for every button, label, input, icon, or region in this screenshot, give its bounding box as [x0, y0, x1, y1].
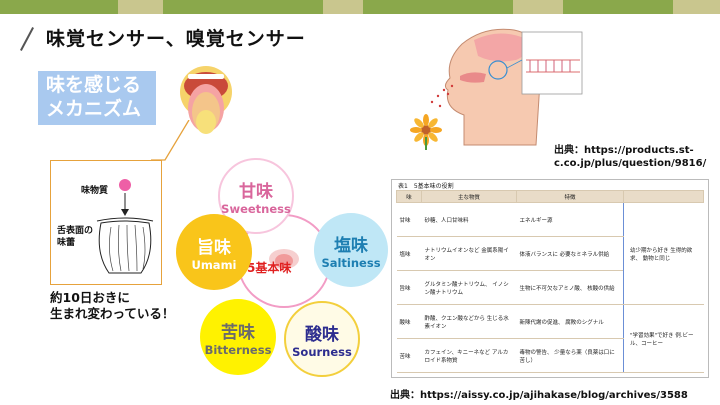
cell-feature: エネルギー源: [516, 202, 624, 237]
smell-source-line-1: 出典：https://products.st-: [554, 145, 694, 156]
taste-salt-jp: 塩味: [334, 235, 368, 256]
bar-segment: [163, 0, 323, 14]
mechanism-line-2: メカニズム: [46, 98, 142, 120]
bar-segment: [0, 0, 118, 14]
taste-bitter-en: Bitterness: [204, 342, 272, 357]
mechanism-label: 味を感じる メカニズム: [38, 71, 156, 125]
cell-substance: 酢酸、クエン酸などから 生じる水素イオン: [421, 304, 517, 339]
taste-sour-en: Sourness: [292, 344, 352, 359]
top-decoration-bar: [0, 0, 720, 14]
cell-feature: 生物に不可欠なアミノ酸、 核酸の供給: [516, 270, 624, 305]
bar-segment: [513, 0, 563, 14]
taste-substance-label: 味物質: [81, 186, 109, 196]
cell-substance: グルタミン酸ナトリウム、 イノシン酸ナトリウム: [421, 270, 517, 305]
bar-segment: [673, 0, 720, 14]
table-caption: 表1 5基本味の役割: [398, 183, 454, 190]
table-row: 塩味 ナトリウムイオンなど 金属系陽イオン 体液バランスに 必要なミネラル供給: [396, 236, 704, 271]
basic-tastes-table: 表1 5基本味の役割 味 主な物質 特徴 甘味 砂糖、人口甘味料 エネルギー源 …: [391, 179, 709, 378]
table-header-substance: 主な物質: [421, 190, 517, 203]
taste-sweet-en: Sweetness: [221, 201, 291, 216]
five-tastes-center-label: 5基本味: [247, 261, 292, 275]
mouth-tongue-illustration: [180, 66, 232, 134]
cell-note-top: 幼少期から好き 生得的欲求、 動物と同じ: [623, 202, 704, 305]
smell-source-citation: 出典：https://products.st- c.co.jp/plus/que…: [554, 144, 706, 170]
mechanism-line-1: 味を感じる: [46, 74, 142, 96]
bar-segment: [118, 0, 163, 14]
cell-substance: 砂糖、人口甘味料: [421, 202, 517, 237]
cell-taste: 旨味: [396, 270, 422, 305]
slide-title: 味覚センサー、嗅覚センサー: [46, 28, 306, 50]
taste-bitter-jp: 苦味: [221, 322, 255, 343]
smell-source-line-2: c.co.jp/plus/question/9816/: [554, 158, 707, 169]
taste-bud-label: 舌表面の味蕾: [57, 226, 94, 248]
cell-feature: 体液バランスに 必要なミネラル供給: [516, 236, 624, 271]
taste-sour-jp: 酸味: [305, 324, 339, 345]
olfactory-head-illustration: [410, 28, 583, 150]
renewal-note: 約10日おきに 生まれ変わっている！: [50, 290, 174, 322]
cell-substance: ナトリウムイオンなど 金属系陽イオン: [421, 236, 517, 271]
renewal-line-1: 約10日おきに: [50, 290, 130, 305]
cell-feature: 毒物の警告、 少量なら薬（良薬は口に苦し）: [516, 338, 624, 373]
leader-line: [151, 120, 190, 161]
taste-umami: 旨味 Umami: [176, 214, 252, 290]
table-header-feature: 特徴: [516, 190, 624, 203]
table-row: 甘味 砂糖、人口甘味料 エネルギー源 幼少期から好き 生得的欲求、 動物と同じ: [396, 202, 704, 305]
taste-bud-drawing: [96, 179, 154, 274]
cell-taste: 酸味: [396, 304, 422, 339]
table-row: 酸味 酢酸、クエン酸などから 生じる水素イオン 新陳代謝の促進、 腐敗のシグナル…: [396, 304, 704, 373]
cell-feature: 新陳代謝の促進、 腐敗のシグナル: [516, 304, 624, 339]
taste-umami-jp: 旨味: [197, 237, 231, 258]
taste-bitter: 苦味 Bitterness: [200, 299, 276, 375]
title-slash-decoration: [20, 27, 34, 51]
bar-segment: [563, 0, 673, 14]
bar-segment: [363, 0, 513, 14]
bar-segment: [323, 0, 363, 14]
taste-sweet-jp: 甘味: [239, 181, 273, 202]
taste-salt-en: Saltiness: [321, 255, 381, 270]
table-row: 苦味 カフェイン、キニーネなど アルカロイド系物質 毒物の警告、 少量なら薬（良…: [396, 338, 704, 373]
tastes-table: 味 主な物質 特徴 甘味 砂糖、人口甘味料 エネルギー源 幼少期から好き 生得的…: [396, 190, 704, 373]
taste-bud-diagram: 味物質 舌表面の味蕾: [50, 160, 162, 285]
taste-sour: 酸味 Sourness: [284, 301, 360, 377]
cell-taste: 甘味: [396, 202, 422, 237]
taste-salt: 塩味 Saltiness: [314, 213, 388, 287]
cell-note-bottom: "学習効果"で好き 例.ビール、コーヒー: [623, 304, 704, 373]
table-header-note: [623, 190, 704, 203]
table-row: 旨味 グルタミン酸ナトリウム、 イノシン酸ナトリウム 生物に不可欠なアミノ酸、 …: [396, 270, 704, 305]
renewal-line-2: 生まれ変わっている！: [50, 306, 175, 321]
table-source-citation: 出典：https://aissy.co.jp/ajihakase/blog/ar…: [390, 390, 688, 401]
cell-substance: カフェイン、キニーネなど アルカロイド系物質: [421, 338, 517, 373]
cell-taste: 塩味: [396, 236, 422, 271]
taste-umami-en: Umami: [191, 257, 237, 272]
cell-taste: 苦味: [396, 338, 422, 373]
table-header-taste: 味: [396, 190, 422, 203]
